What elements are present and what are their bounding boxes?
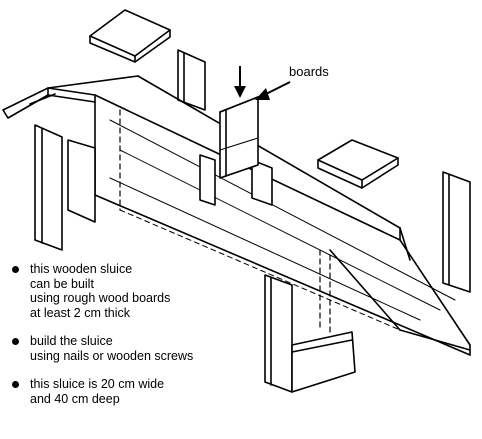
back-post — [177, 49, 206, 111]
note-line: and 40 cm deep — [30, 391, 120, 406]
note-line: using nails or wooden screws — [30, 348, 194, 363]
leg-front-right — [264, 274, 293, 393]
arrow-pointer-icon — [255, 81, 291, 100]
note-line: this sluice is 20 cm wide — [30, 377, 165, 391]
loose-board-center-right — [317, 139, 399, 189]
inserted-board — [219, 96, 259, 179]
loose-board-top-left — [89, 9, 171, 63]
post-right — [442, 171, 471, 293]
leg-front-left — [34, 124, 63, 251]
support-middle — [199, 154, 273, 206]
bullet-icon — [12, 381, 19, 388]
boards-label: boards — [289, 64, 329, 79]
note-line: using rough wood boards — [30, 291, 171, 305]
note-line: this wooden sluice — [30, 262, 133, 276]
note-line: build the sluice — [30, 334, 113, 348]
leg-rear-left — [67, 139, 96, 223]
note-line: at least 2 cm thick — [30, 305, 131, 320]
note-item: build the sluice using nails or wooden s… — [10, 334, 270, 363]
bullet-icon — [12, 266, 19, 273]
note-item: this sluice is 20 cm wide and 40 cm deep — [10, 377, 270, 406]
cross-brace-right — [291, 331, 356, 393]
bullet-icon — [12, 338, 19, 345]
sluice-trough — [2, 75, 471, 356]
note-item: this wooden sluice can be built using ro… — [10, 262, 270, 320]
notes-list: this wooden sluice can be built using ro… — [10, 262, 270, 406]
note-line: can be built — [30, 276, 94, 291]
arrow-down-icon — [234, 66, 246, 98]
